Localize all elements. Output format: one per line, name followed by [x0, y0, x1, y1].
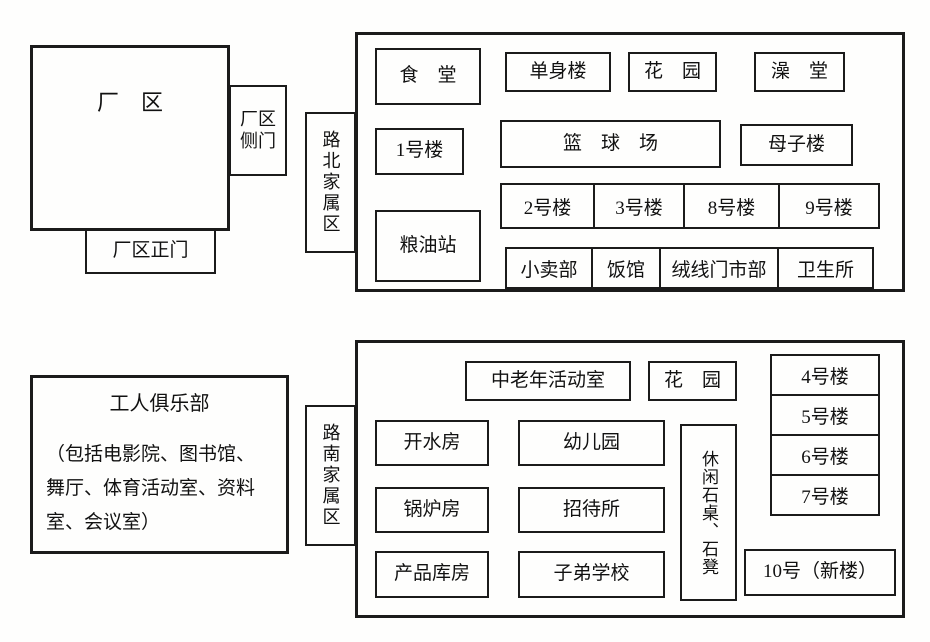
wool-shop-label: 绒线门市部 [671, 259, 767, 281]
kindergarten-box: 幼儿园 [518, 420, 665, 466]
building-2-box: 2号楼 [500, 183, 595, 229]
restaurant-label: 饭馆 [606, 259, 645, 281]
factory-area-box: 厂 区 [30, 45, 230, 231]
workers-club-desc: （包括电影院、图书馆、舞厅、体育活动室、资料室、会议室） [46, 444, 256, 534]
guesthouse-label: 招待所 [562, 498, 620, 520]
south-area-container [355, 340, 905, 618]
stone-tables-box: 休闲石桌、石凳 [680, 424, 737, 601]
mother-child-building-label: 母子楼 [767, 133, 825, 155]
factory-side-gate-label: 厂区侧门 [240, 108, 276, 151]
canteen-box: 食 堂 [375, 48, 481, 105]
workers-club-box: 工人俱乐部 （包括电影院、图书馆、舞厅、体育活动室、资料室、会议室） [30, 375, 289, 554]
singles-building-label: 单身楼 [529, 60, 587, 82]
building-4-label: 4号楼 [801, 366, 849, 388]
canteen-label: 食 堂 [399, 65, 457, 87]
north-area-label: 路北家属区 [320, 130, 341, 235]
north-area-container [355, 32, 905, 292]
mother-child-building-box: 母子楼 [740, 124, 853, 166]
building-5-label: 5号楼 [801, 406, 849, 428]
factory-front-gate-box: 厂区正门 [85, 229, 216, 274]
building-8-label: 8号楼 [707, 197, 756, 219]
guesthouse-box: 招待所 [518, 487, 665, 533]
product-warehouse-box: 产品库房 [375, 551, 489, 598]
building-10-box: 10号（新楼） [744, 549, 896, 596]
south-area-tab: 路南家属区 [305, 405, 356, 546]
hot-water-room-box: 开水房 [375, 420, 489, 466]
factory-side-gate-box: 厂区侧门 [229, 85, 287, 176]
south-area-label: 路南家属区 [320, 423, 341, 528]
building-7-label: 7号楼 [801, 486, 849, 508]
basketball-court-box: 篮 球 场 [500, 120, 721, 168]
kindergarten-label: 幼儿园 [562, 431, 620, 453]
basketball-court-label: 篮 球 场 [562, 132, 658, 154]
north-building-row: 2号楼 3号楼 8号楼 9号楼 [500, 183, 880, 229]
building-5-box: 5号楼 [770, 394, 880, 436]
building-6-label: 6号楼 [801, 446, 849, 468]
building-3-label: 3号楼 [615, 197, 663, 219]
small-shop-label: 小卖部 [520, 259, 578, 281]
children-school-box: 子弟学校 [518, 551, 665, 598]
bathhouse-box: 澡 堂 [754, 52, 845, 92]
building-1-box: 1号楼 [375, 128, 464, 175]
grain-oil-station-label: 粮油站 [399, 234, 457, 256]
building-1-label: 1号楼 [395, 140, 444, 162]
building-4-box: 4号楼 [770, 354, 880, 396]
wool-shop-box: 绒线门市部 [659, 247, 779, 289]
factory-front-gate-label: 厂区正门 [112, 240, 189, 262]
north-garden-box: 花 园 [628, 52, 717, 92]
clinic-label: 卫生所 [796, 259, 854, 281]
bathhouse-label: 澡 堂 [770, 60, 828, 82]
building-3-box: 3号楼 [593, 183, 685, 229]
workers-club-title: 工人俱乐部 [109, 393, 210, 415]
activity-room-box: 中老年活动室 [465, 361, 631, 401]
south-garden-box: 花 园 [648, 361, 737, 401]
building-6-box: 6号楼 [770, 434, 880, 476]
children-school-label: 子弟学校 [553, 563, 630, 585]
boiler-room-label: 锅炉房 [403, 498, 461, 520]
north-garden-label: 花 园 [643, 60, 701, 82]
clinic-box: 卫生所 [777, 247, 874, 289]
boiler-room-box: 锅炉房 [375, 487, 489, 533]
building-9-box: 9号楼 [778, 183, 880, 229]
south-building-stack: 4号楼 5号楼 6号楼 7号楼 [770, 354, 880, 516]
restaurant-box: 饭馆 [591, 247, 661, 289]
factory-area-label: 厂 区 [96, 90, 163, 115]
south-garden-label: 花 园 [663, 369, 721, 391]
product-warehouse-label: 产品库房 [393, 563, 470, 585]
north-shops-row: 小卖部 饭馆 绒线门市部 卫生所 [505, 247, 874, 289]
building-9-label: 9号楼 [805, 197, 853, 219]
building-2-label: 2号楼 [523, 197, 572, 219]
small-shop-box: 小卖部 [505, 247, 593, 289]
activity-room-label: 中老年活动室 [490, 369, 605, 391]
building-10-label: 10号（新楼） [762, 561, 877, 583]
north-area-tab: 路北家属区 [305, 112, 356, 253]
building-7-box: 7号楼 [770, 474, 880, 516]
grain-oil-station-box: 粮油站 [375, 210, 481, 282]
stone-tables-label: 休闲石桌、石凳 [699, 449, 718, 576]
hot-water-room-label: 开水房 [403, 431, 461, 453]
building-8-box: 8号楼 [683, 183, 780, 229]
singles-building-box: 单身楼 [505, 52, 611, 92]
